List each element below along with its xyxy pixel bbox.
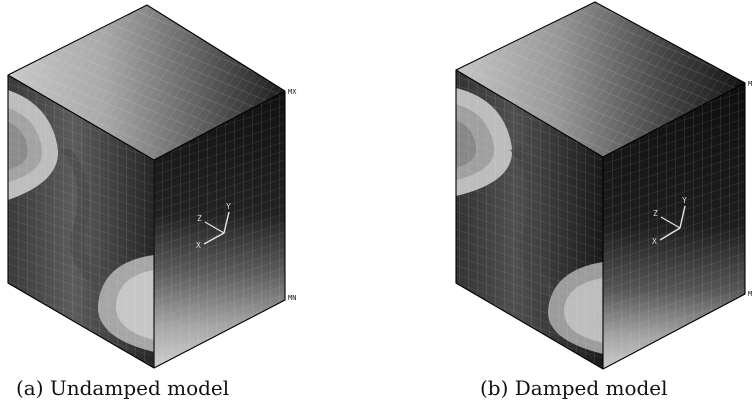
min-marker-a: MN xyxy=(288,294,296,302)
panel-b: Y X Z M M xyxy=(455,1,752,370)
axis-triad-a: Y X Z xyxy=(196,202,231,250)
axis-triad-b: Y X Z xyxy=(652,196,687,246)
axis-y-label-a: Y xyxy=(226,202,231,211)
axis-z-label-a: Z xyxy=(197,214,202,223)
caption-undamped: (a) Undamped model xyxy=(16,376,230,400)
caption-damped: (b) Damped model xyxy=(480,376,668,400)
cube-a xyxy=(7,4,286,369)
panel-a: Y X Z MX MN xyxy=(7,4,297,369)
axis-x-label-a: X xyxy=(196,241,201,250)
max-marker-a: MX xyxy=(288,88,297,96)
min-marker-b: M xyxy=(748,290,752,298)
cube-b xyxy=(455,1,746,370)
axis-y-label-b: Y xyxy=(682,196,687,205)
axis-z-label-b: Z xyxy=(653,209,658,218)
max-marker-b: M xyxy=(748,80,752,88)
axis-x-label-b: X xyxy=(652,237,657,246)
